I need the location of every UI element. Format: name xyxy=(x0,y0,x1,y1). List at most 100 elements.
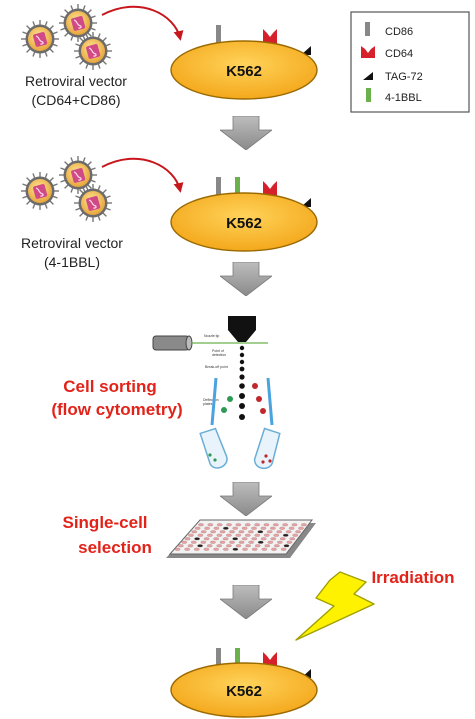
plate-well xyxy=(188,533,194,537)
plate-well xyxy=(184,537,191,541)
plate-well xyxy=(292,533,298,537)
svg-text:Break-off point: Break-off point xyxy=(205,365,228,369)
sorting-label-line1: Cell sorting xyxy=(63,377,157,396)
cd64-receptor-icon xyxy=(263,181,277,196)
plate-well xyxy=(235,544,242,548)
plate-well xyxy=(270,526,276,530)
virus-icon xyxy=(20,171,60,211)
plate-well xyxy=(203,547,210,551)
plate-well xyxy=(235,523,242,527)
svg-text:plates: plates xyxy=(203,402,213,406)
plate-well xyxy=(213,547,219,551)
vector1-label-line2: (CD64+CD86) xyxy=(31,92,120,108)
svg-text:detection: detection xyxy=(212,353,226,357)
legend-item-41bbl: 4-1BBL xyxy=(366,88,422,104)
virus-icon xyxy=(73,183,113,223)
nozzle-icon xyxy=(228,316,256,342)
transduction-arrow-1 xyxy=(101,5,184,41)
plate-well xyxy=(291,523,298,527)
plate-well xyxy=(198,523,204,527)
plate-well xyxy=(194,526,201,530)
down-arrow-icon xyxy=(220,262,272,296)
transduction-arrow-2 xyxy=(101,157,184,193)
cd64-receptor-icon xyxy=(263,652,277,667)
plate-well xyxy=(238,530,245,534)
virus-icon xyxy=(58,3,98,43)
plate-well xyxy=(194,537,200,541)
down-arrow-icon xyxy=(220,482,272,516)
selection-label-line2: selection xyxy=(78,538,152,557)
plate-well xyxy=(241,537,248,541)
legend-label-41bbl: 4-1BBL xyxy=(385,92,422,104)
plate-well xyxy=(282,523,288,527)
plate-well xyxy=(273,533,279,537)
plate-well xyxy=(213,537,219,541)
plate-well xyxy=(264,533,270,537)
plate-well xyxy=(222,537,229,541)
plate-well xyxy=(216,533,223,537)
selection-label-line1: Single-cell xyxy=(62,513,147,532)
plate-well xyxy=(187,544,194,548)
41bbl-legend-icon xyxy=(366,88,371,102)
plate-well xyxy=(277,540,283,544)
plate-well xyxy=(289,537,296,541)
plate-well xyxy=(283,544,290,548)
plate-well xyxy=(248,530,254,534)
legend-label-tag72: TAG-72 xyxy=(385,71,423,83)
virus-icon xyxy=(73,31,113,71)
plate-well xyxy=(251,537,257,541)
vector1-label-line1: Retroviral vector xyxy=(25,73,127,89)
plate-well xyxy=(229,530,235,534)
plate-well xyxy=(232,526,238,530)
cd64-receptor-icon xyxy=(263,29,277,44)
plate-well xyxy=(216,523,223,527)
vector2-label-line2: (4-1BBL) xyxy=(44,254,100,270)
plate-well xyxy=(264,544,271,548)
svg-text:Deflection: Deflection xyxy=(203,398,219,402)
plate-well xyxy=(295,530,301,534)
plate-well xyxy=(274,544,280,548)
legend-item-tag72: TAG-72 xyxy=(363,71,423,83)
laser-icon xyxy=(152,335,190,351)
plate-well xyxy=(184,547,190,551)
k562-cell-2: K562 xyxy=(170,177,318,252)
plate-well xyxy=(206,544,213,548)
plate-well xyxy=(251,547,258,551)
plate-well xyxy=(222,547,229,551)
plate-well xyxy=(279,526,285,530)
cd86-legend-icon xyxy=(365,22,370,36)
tag72-legend-icon xyxy=(363,72,373,80)
plate-well xyxy=(282,533,289,537)
virus-icon xyxy=(58,155,98,195)
plate-well xyxy=(286,540,293,544)
plate-well xyxy=(200,530,207,534)
plate-well xyxy=(260,537,267,541)
plate-well xyxy=(213,526,220,530)
plate-well xyxy=(248,540,254,544)
plate-well xyxy=(254,533,261,537)
plate-well xyxy=(197,544,203,548)
plate-well xyxy=(245,523,251,527)
plate-well xyxy=(242,547,248,551)
plate-well xyxy=(219,530,226,534)
plate-well xyxy=(245,544,251,548)
k562-cell-3: K562 xyxy=(170,648,318,718)
plate-well xyxy=(235,533,242,537)
plate-well xyxy=(210,530,216,534)
cell-label: K562 xyxy=(226,683,262,700)
plate-well xyxy=(280,537,286,541)
plate-well xyxy=(226,533,232,537)
cell-label: K562 xyxy=(226,63,262,80)
legend-label-cd64: CD64 xyxy=(385,48,413,60)
cd86-receptor-icon xyxy=(216,25,221,45)
well-plate-illustration xyxy=(166,519,316,558)
irradiation-label: Irradiation xyxy=(371,568,454,587)
plate-well xyxy=(271,547,277,551)
plate-well xyxy=(301,523,307,527)
plate-well xyxy=(226,544,232,548)
plate-well xyxy=(191,540,197,544)
cd64-legend-icon xyxy=(361,46,375,58)
plate-well xyxy=(280,547,287,551)
collection-tube-left xyxy=(199,427,228,469)
cd86-receptor-icon xyxy=(216,648,221,668)
